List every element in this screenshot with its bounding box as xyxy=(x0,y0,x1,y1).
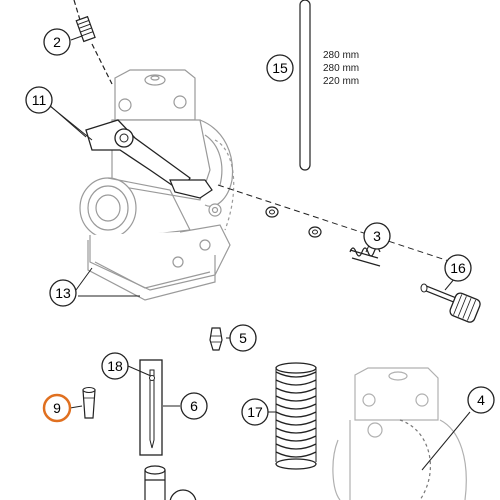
needle-length-1: 280 mm xyxy=(323,50,359,61)
callout-9-label: 9 xyxy=(53,400,61,416)
assembly-axis xyxy=(217,184,471,269)
washer-1 xyxy=(265,206,279,218)
callout-17: 17 xyxy=(241,398,276,426)
callout-2: 2 xyxy=(43,28,83,56)
bottom-callout-partial xyxy=(169,489,197,500)
callout-4: 4 xyxy=(421,386,495,471)
callout-9-highlighted: 9 xyxy=(42,393,83,423)
part-16-screw xyxy=(420,283,481,323)
callout-5: 5 xyxy=(229,324,257,352)
part-11-lever xyxy=(85,119,213,199)
callout-16: 16 xyxy=(444,254,472,291)
callout-13-label: 13 xyxy=(55,285,71,301)
callout-17-label: 17 xyxy=(247,404,263,420)
callout-6: 6 xyxy=(163,392,208,420)
callout-3-label: 3 xyxy=(373,228,381,244)
callout-5-label: 5 xyxy=(239,330,247,346)
part-9-jet xyxy=(82,387,96,419)
callout-2-label: 2 xyxy=(53,34,61,50)
callout-11: 11 xyxy=(25,86,93,141)
callout-18: 18 xyxy=(101,352,152,380)
part-17-spring xyxy=(275,362,317,470)
part-15-needle xyxy=(299,0,311,171)
carburetor-body xyxy=(79,69,235,301)
part-4-lower-body xyxy=(332,367,467,500)
washer-2 xyxy=(308,226,322,238)
callout-13: 13 xyxy=(49,267,140,307)
bottom-fitting xyxy=(144,465,166,500)
part-6-needle-box xyxy=(139,359,163,456)
callout-6-label: 6 xyxy=(190,398,198,414)
callout-16-label: 16 xyxy=(450,260,466,276)
needle-length-specs: 280 mm 280 mm 220 mm xyxy=(323,50,359,87)
needle-length-2: 280 mm xyxy=(323,63,359,74)
callout-11-label: 11 xyxy=(32,92,47,108)
callout-15-label: 15 xyxy=(272,60,288,76)
part-2-cable-spring xyxy=(73,0,113,85)
part-5-jet xyxy=(209,327,230,351)
callout-3: 3 xyxy=(363,222,391,253)
needle-length-3: 220 mm xyxy=(323,76,359,87)
part-3-spring xyxy=(349,247,381,267)
callout-15: 15 xyxy=(266,54,294,82)
callout-4-label: 4 xyxy=(477,392,485,408)
callout-18-label: 18 xyxy=(107,358,123,374)
